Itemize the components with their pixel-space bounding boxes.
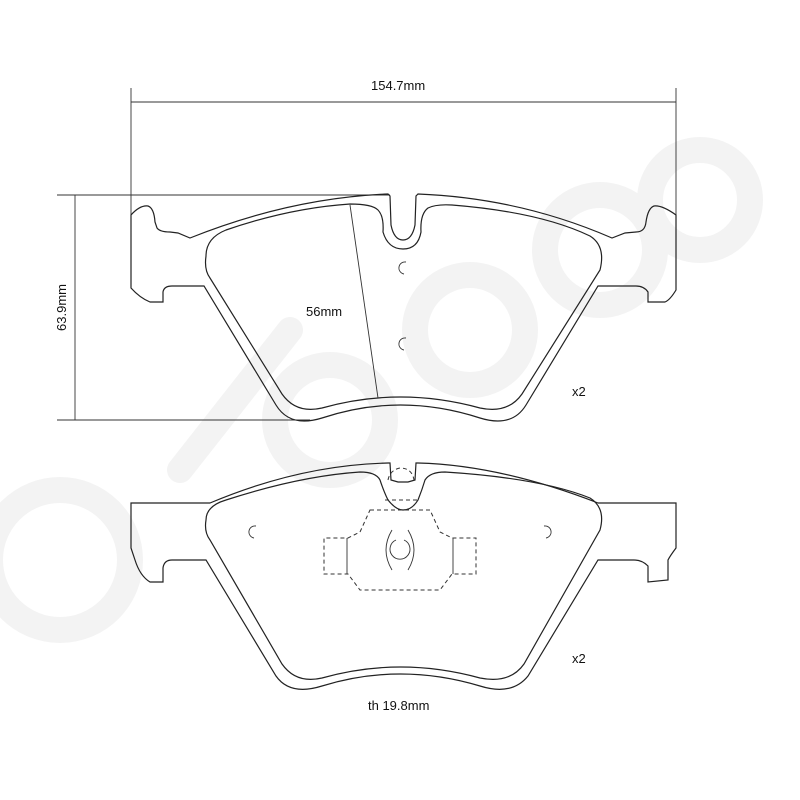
bottom-brake-pad xyxy=(130,462,677,690)
hole-mark xyxy=(398,261,407,275)
height-dimension xyxy=(57,194,390,421)
sensor-outer-arc xyxy=(385,529,415,571)
bottom-pad-friction-material xyxy=(204,471,603,680)
bottom-pad-quantity: x2 xyxy=(572,651,586,666)
top-brake-pad xyxy=(130,193,677,422)
sensor-center-ring xyxy=(389,539,411,560)
friction-height-line xyxy=(349,204,379,399)
hole-mark xyxy=(248,525,257,539)
hole-mark xyxy=(398,337,407,351)
thickness-label: th 19.8mm xyxy=(368,698,430,713)
top-pad-friction-material xyxy=(204,203,603,410)
sensor-clip-outline xyxy=(323,467,477,591)
bottom-pad-backing-plate xyxy=(130,462,677,690)
top-pad-quantity: x2 xyxy=(572,384,586,399)
brand-watermark xyxy=(0,137,763,643)
width-dimension xyxy=(130,88,677,215)
width-label: 154.7mm xyxy=(371,78,426,93)
friction-height-label: 56mm xyxy=(306,304,343,319)
height-label: 63.9mm xyxy=(53,284,69,331)
top-pad-backing-plate xyxy=(130,193,677,422)
hole-mark xyxy=(543,525,552,539)
